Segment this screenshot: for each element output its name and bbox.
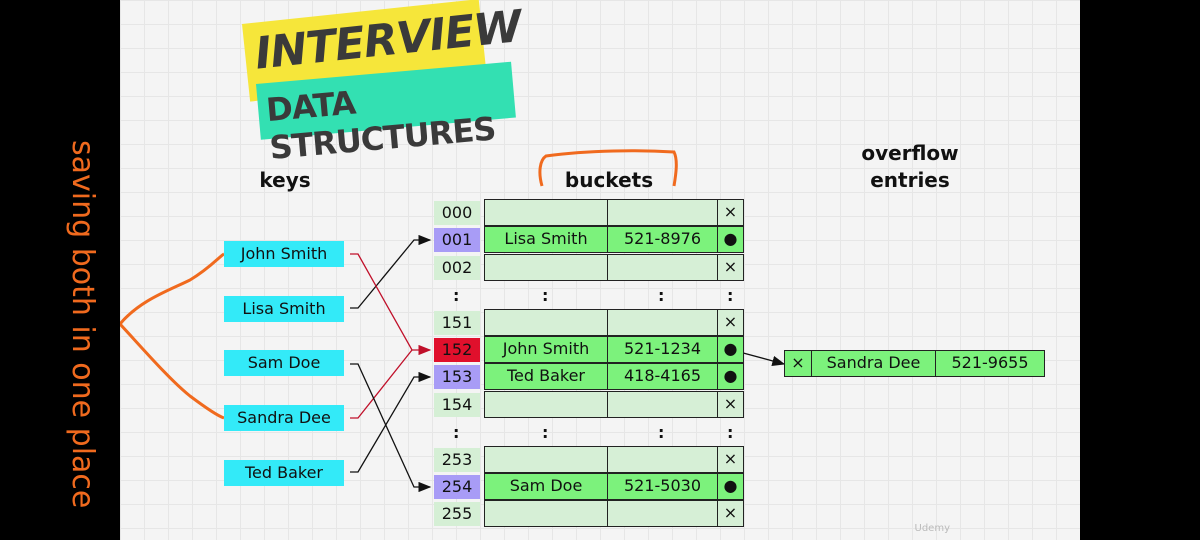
ellipsis: : bbox=[658, 423, 665, 442]
ellipsis: : bbox=[727, 286, 734, 305]
bucket-name-cell bbox=[484, 309, 608, 336]
watermark: Udemy bbox=[914, 523, 950, 534]
bucket-name-cell bbox=[484, 254, 608, 281]
bucket-phone-cell: 521-5030 bbox=[607, 473, 718, 500]
arrow-ted bbox=[350, 371, 432, 473]
bucket-phone-cell bbox=[607, 500, 718, 527]
bucket-phone-cell: 521-1234 bbox=[607, 336, 718, 363]
bucket-pointer-cell: × bbox=[717, 309, 744, 336]
overflow-pointer: × bbox=[784, 350, 812, 377]
key-lisa-smith: Lisa Smith bbox=[224, 296, 344, 322]
bucket-pointer-cell: ● bbox=[717, 473, 744, 500]
bucket-name-cell: Sam Doe bbox=[484, 473, 608, 500]
buckets-heading: buckets bbox=[564, 168, 654, 192]
bucket-name-cell: Lisa Smith bbox=[484, 226, 608, 253]
index-255: 255 bbox=[434, 502, 480, 526]
ellipsis: : bbox=[658, 286, 665, 305]
bucket-phone-cell bbox=[607, 309, 718, 336]
key-ted-baker: Ted Baker bbox=[224, 460, 344, 486]
index-000: 000 bbox=[434, 201, 480, 225]
ellipsis: : bbox=[453, 423, 460, 442]
bucket-pointer-cell: × bbox=[717, 500, 744, 527]
ellipsis: : bbox=[453, 286, 460, 305]
index-254: 254 bbox=[434, 475, 480, 499]
overflow-heading: overflow entries bbox=[861, 141, 959, 192]
bucket-phone-cell bbox=[607, 446, 718, 473]
bucket-pointer-cell: ● bbox=[717, 363, 744, 390]
index-002: 002 bbox=[434, 256, 480, 280]
ellipsis: : bbox=[542, 423, 549, 442]
bucket-pointer-cell: ● bbox=[717, 226, 744, 253]
bucket-pointer-cell: × bbox=[717, 391, 744, 418]
keys-heading: keys bbox=[259, 168, 311, 192]
diagram-canvas: INTERVIEW DATA STRUCTURES keys buckets o… bbox=[120, 0, 1080, 540]
key-john-smith: John Smith bbox=[224, 241, 344, 267]
ellipsis: : bbox=[727, 423, 734, 442]
arrow-sandra bbox=[350, 349, 413, 419]
overflow-name: Sandra Dee bbox=[811, 350, 936, 377]
index-153: 153 bbox=[434, 365, 480, 389]
bucket-name-cell bbox=[484, 199, 608, 226]
arrow-lisa bbox=[350, 234, 432, 309]
bucket-name-cell bbox=[484, 446, 608, 473]
bucket-phone-cell: 418-4165 bbox=[607, 363, 718, 390]
bucket-pointer-cell: × bbox=[717, 446, 744, 473]
handwritten-annotation: saving both in one place bbox=[65, 140, 100, 509]
bucket-phone-cell: 521-8976 bbox=[607, 226, 718, 253]
bucket-name-cell bbox=[484, 500, 608, 527]
bucket-name-cell: Ted Baker bbox=[484, 363, 608, 390]
bucket-phone-cell bbox=[607, 391, 718, 418]
overflow-phone: 521-9655 bbox=[935, 350, 1045, 377]
bucket-name-cell bbox=[484, 391, 608, 418]
annotation-brace bbox=[120, 252, 225, 420]
buckets-circle-mark bbox=[538, 149, 678, 187]
key-sandra-dee: Sandra Dee bbox=[224, 405, 344, 431]
index-154: 154 bbox=[434, 393, 480, 417]
arrow-john bbox=[350, 253, 432, 356]
index-152: 152 bbox=[434, 338, 480, 362]
bucket-phone-cell bbox=[607, 254, 718, 281]
index-001: 001 bbox=[434, 228, 480, 252]
bucket-phone-cell bbox=[607, 199, 718, 226]
bucket-name-cell: John Smith bbox=[484, 336, 608, 363]
ellipsis: : bbox=[542, 286, 549, 305]
bucket-pointer-cell: ● bbox=[717, 336, 744, 363]
bucket-pointer-cell: × bbox=[717, 199, 744, 226]
index-151: 151 bbox=[434, 311, 480, 335]
key-sam-doe: Sam Doe bbox=[224, 350, 344, 376]
bucket-pointer-cell: × bbox=[717, 254, 744, 281]
arrow-sam bbox=[350, 363, 432, 493]
index-253: 253 bbox=[434, 448, 480, 472]
